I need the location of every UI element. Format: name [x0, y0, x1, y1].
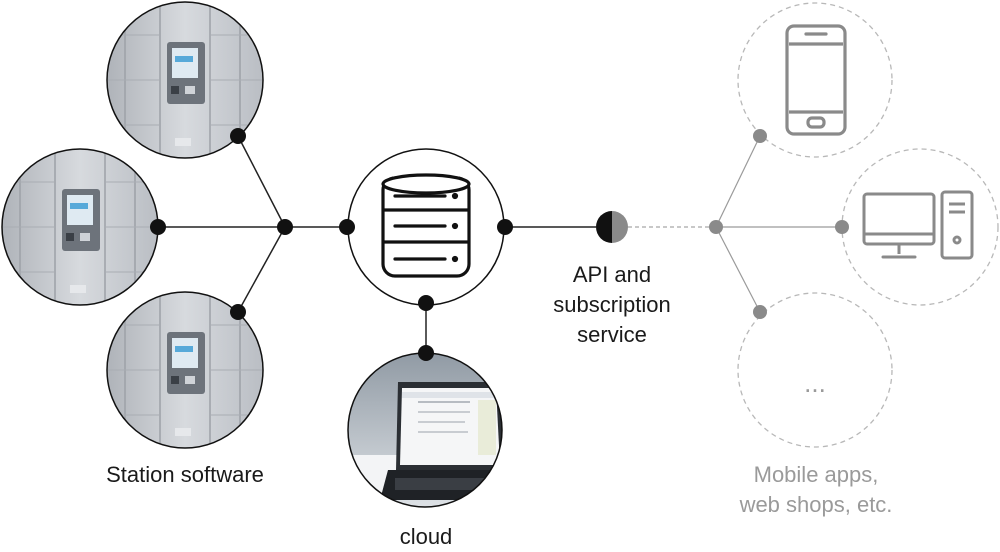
top-locker-dot	[230, 128, 246, 144]
locker-station-top	[106, 1, 264, 159]
client-hub-dot	[709, 220, 723, 234]
phone-connector-dot	[753, 129, 767, 143]
more-clients-ellipsis: ...	[804, 368, 826, 398]
link-top-locker	[237, 135, 286, 228]
locker-station-middle	[1, 148, 159, 306]
api-label-line-3: service	[577, 322, 647, 347]
database-node	[347, 148, 505, 306]
clients-label-line-2: web shops, etc.	[739, 492, 893, 517]
smartphone-icon	[785, 24, 847, 136]
more-connector-dot	[753, 305, 767, 319]
clients-label: Mobile apps, web shops, etc.	[700, 460, 932, 520]
database-left-dot	[339, 219, 355, 235]
link-hub-to-more	[715, 226, 761, 313]
database-right-dot	[497, 219, 513, 235]
bottom-locker-dot	[230, 304, 246, 320]
database-bottom-dot	[418, 295, 434, 311]
middle-locker-dot	[150, 219, 166, 235]
cloud-laptop-photo	[347, 352, 503, 508]
more-clients-circle	[737, 292, 893, 448]
station-software-label: Station software	[106, 462, 264, 487]
phone-client-circle	[737, 2, 893, 158]
link-hub-to-phone	[715, 135, 761, 228]
desktop-connector-dot	[835, 220, 849, 234]
database-icon	[381, 173, 471, 278]
api-endpoint-marker	[596, 211, 628, 243]
desktop-computer-icon	[862, 190, 974, 260]
api-service-label: API and subscription service	[520, 260, 704, 350]
station-hub-dot	[277, 219, 293, 235]
api-label-line-1: API and	[572, 262, 652, 287]
locker-station-bottom	[106, 291, 264, 449]
cloud-label: cloud	[399, 524, 453, 549]
clients-label-line-1: Mobile apps,	[753, 462, 879, 487]
api-label-line-2: subscription	[553, 292, 671, 317]
link-bottom-locker	[237, 226, 286, 313]
cloud-top-dot	[418, 345, 434, 361]
